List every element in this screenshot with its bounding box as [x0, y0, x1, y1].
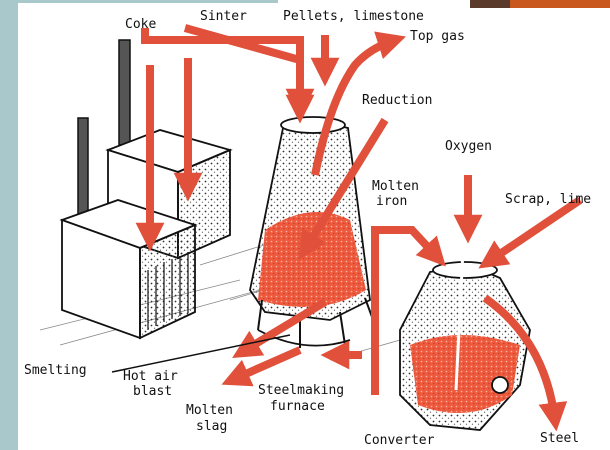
label-reduction: Reduction — [362, 94, 432, 108]
label-steel: Steel — [540, 432, 579, 446]
label-molten-slag-line1: Molten — [186, 404, 233, 418]
label-converter: Converter — [364, 434, 434, 448]
label-steelmaking-line2: furnace — [270, 400, 325, 414]
label-steelmaking-line1: Steelmaking — [258, 384, 344, 398]
label-molten-slag-line2: slag — [196, 420, 227, 434]
label-top-gas: Top gas — [410, 30, 465, 44]
label-scrap-lime: Scrap, lime — [505, 193, 591, 207]
label-hot-air-line2: blast — [133, 385, 172, 399]
label-molten-iron-line2: iron — [376, 195, 407, 209]
label-pellets-limestone: Pellets, limestone — [283, 10, 424, 24]
label-smelting: Smelting — [24, 364, 87, 378]
label-oxygen: Oxygen — [445, 140, 492, 154]
label-sinter: Sinter — [200, 10, 247, 24]
label-hot-air-line1: Hot air — [123, 370, 178, 384]
top-corner-accent — [510, 0, 610, 8]
label-coke: Coke — [125, 18, 156, 32]
label-molten-iron-line1: Molten — [372, 180, 419, 194]
